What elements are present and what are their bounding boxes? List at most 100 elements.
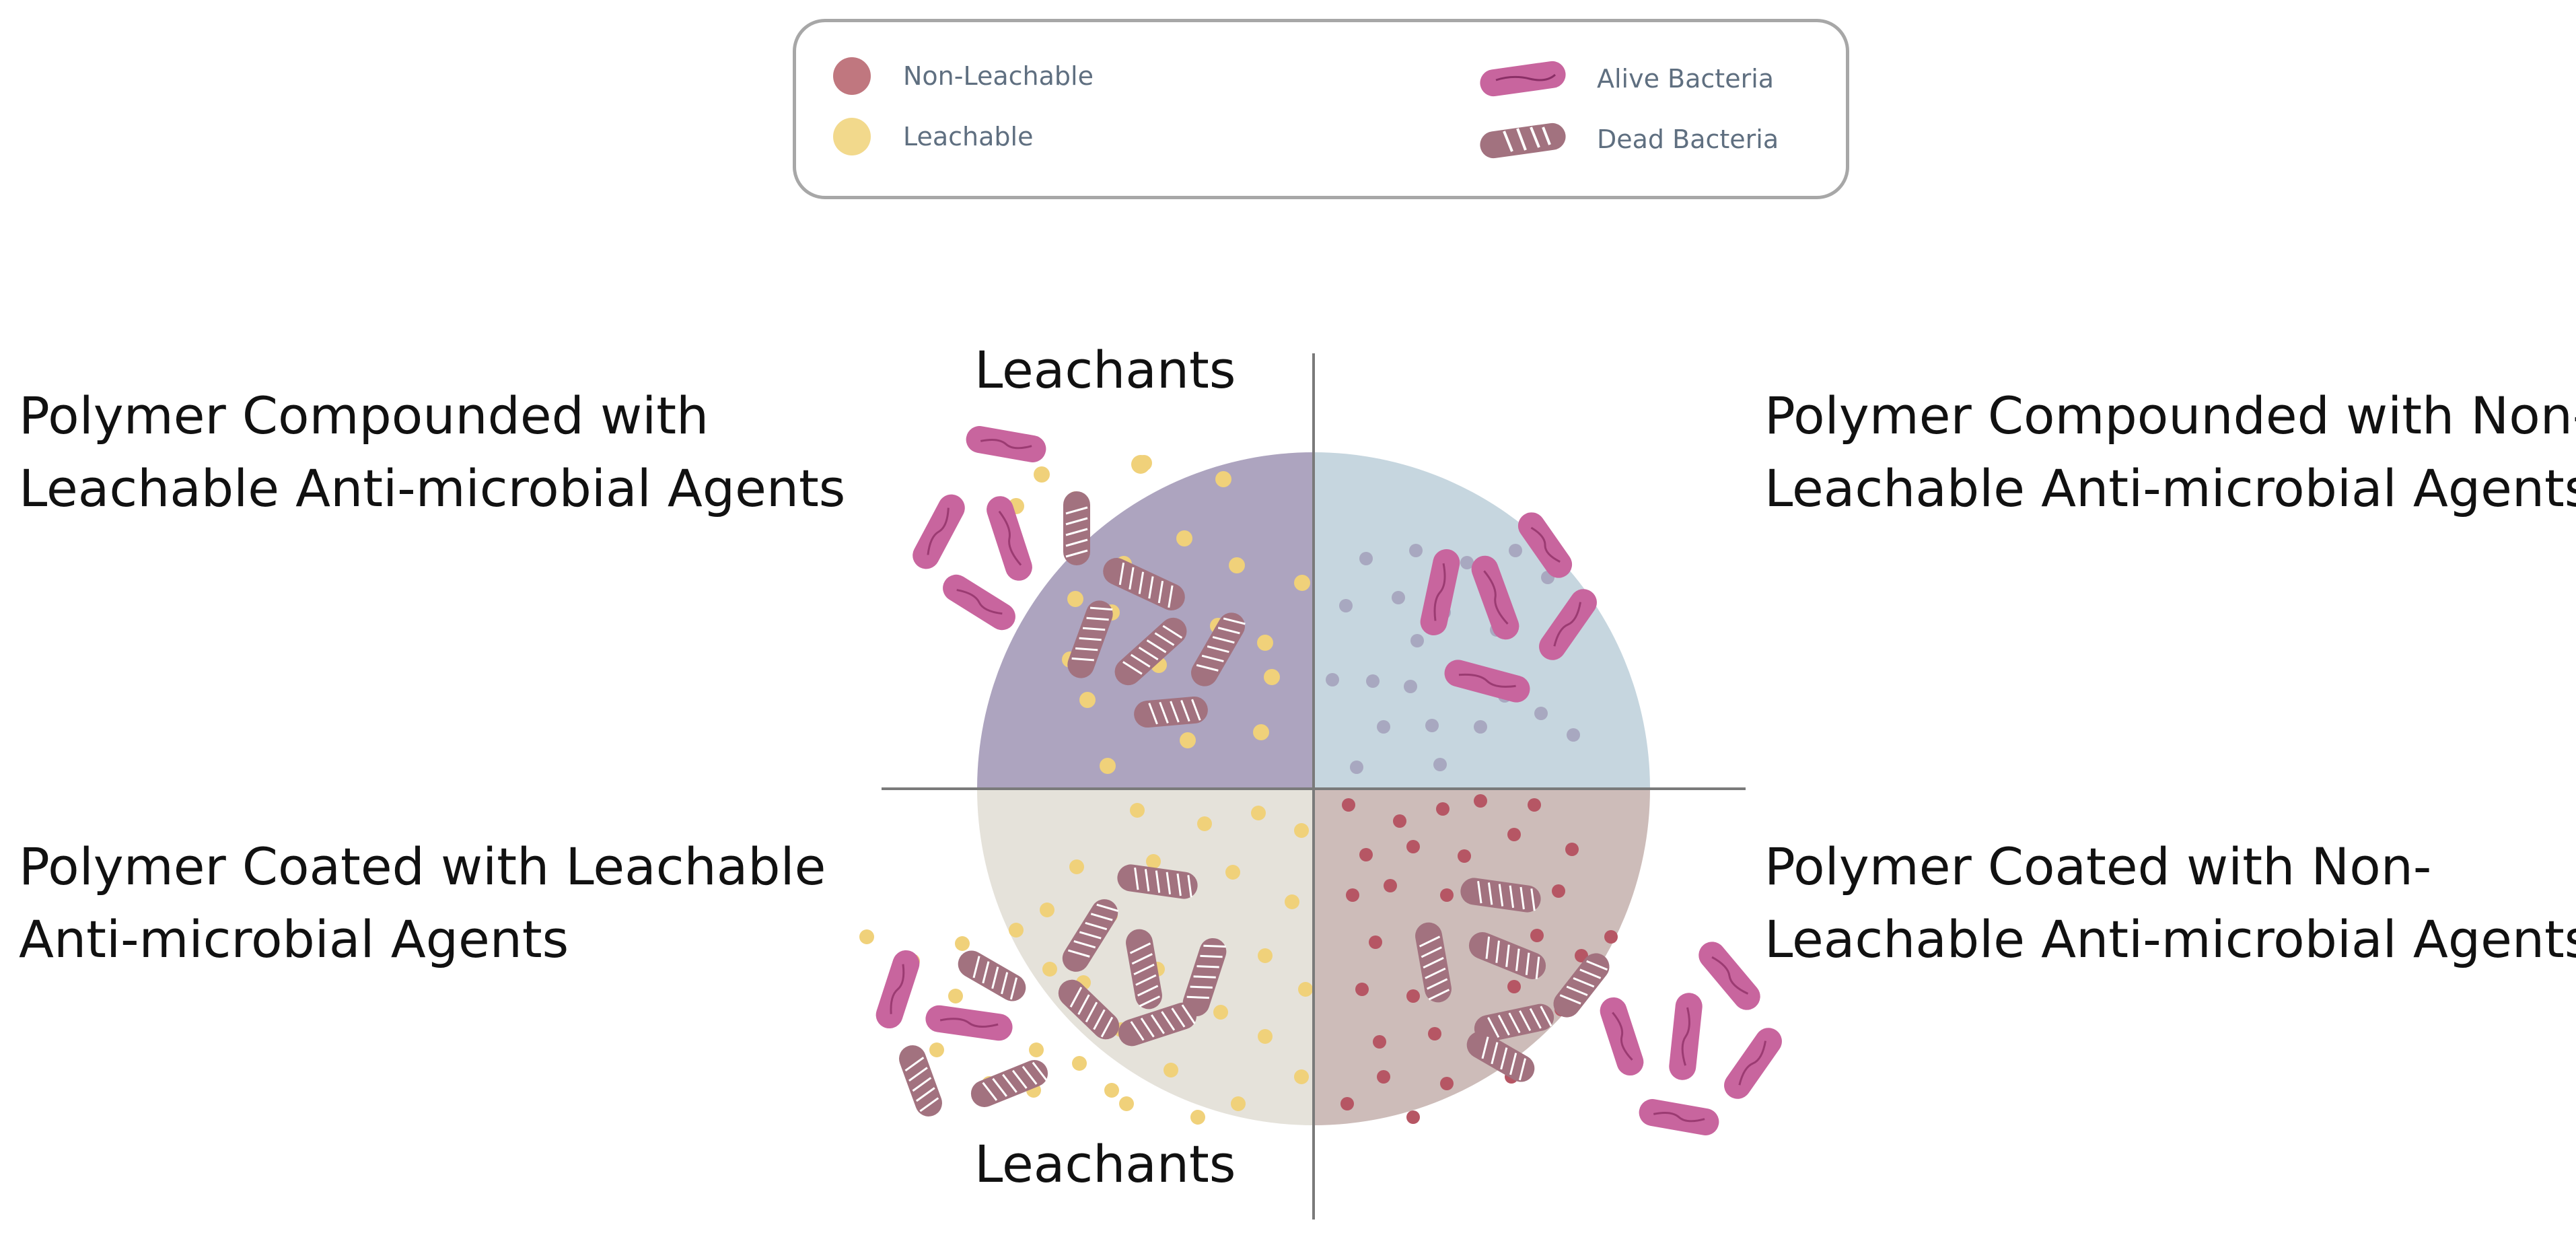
polymer-disc	[977, 452, 1650, 1125]
dead-bacterium	[1063, 491, 1090, 565]
leachants-label-bottom: Leachants	[974, 1134, 1236, 1194]
non-leachable-particle	[1509, 544, 1522, 557]
non-leachable-particle	[1458, 849, 1471, 863]
non-leachable-particle	[1406, 840, 1420, 853]
non-leachable-particle	[1436, 802, 1450, 816]
non-leachable-particle	[1428, 1027, 1441, 1040]
non-leachable-particle	[1410, 634, 1424, 647]
leachable-particle	[1034, 466, 1050, 483]
leachable-particle	[1146, 854, 1161, 869]
non-leachable-particle	[1552, 884, 1565, 898]
quadrant-top-right	[1314, 452, 1650, 789]
alive-bacterium	[1639, 1099, 1719, 1135]
non-leachable-particle	[1326, 673, 1339, 686]
alive-bacterium	[1600, 997, 1644, 1076]
label-top-right-line2: Leachable Anti-microbial Agents	[1764, 458, 2576, 518]
leachable-particle	[1229, 557, 1245, 573]
dead-bacterium	[1126, 929, 1162, 1010]
leachable-particle	[1257, 635, 1273, 651]
alive-bacterium	[1471, 555, 1519, 640]
leachable-particle	[1298, 982, 1313, 997]
non-leachable-particle	[1342, 798, 1355, 812]
non-leachable-particle	[1366, 674, 1380, 688]
dead-bacterium	[1415, 922, 1452, 1003]
leachable-particle	[1029, 1042, 1044, 1057]
leachable-particle	[1130, 803, 1145, 818]
dead-bacterium	[1468, 932, 1546, 979]
non-leachable-particle	[1575, 949, 1588, 962]
dead-bacterium	[1062, 899, 1119, 972]
non-leachable-particle	[1359, 552, 1373, 565]
label-bottom-left: Polymer Coated with Leachable Anti-micro…	[19, 830, 826, 976]
dead-bacterium	[1067, 600, 1113, 678]
label-bottom-right-line1: Polymer Coated with Non-	[1764, 837, 2432, 896]
leachable-particle	[1213, 1005, 1228, 1020]
non-leachable-particle	[1377, 720, 1390, 734]
leachable-particle	[1294, 1069, 1309, 1084]
non-leachable-particle	[1530, 929, 1544, 942]
non-leachable-particle	[1460, 556, 1474, 569]
non-leachable-particle	[1340, 1097, 1354, 1110]
legend-label-leachable: Leachable	[903, 122, 1034, 151]
dead-bacterium	[958, 950, 1026, 1001]
quadrant-top-left	[977, 452, 1314, 789]
dead-bacterium	[1474, 1003, 1554, 1042]
leachable-particle	[859, 929, 874, 944]
non-leachable-particle	[1565, 843, 1579, 856]
non-leachable-particle	[1567, 728, 1580, 742]
dead-bacterium	[1553, 953, 1610, 1018]
alive-bacterium	[943, 574, 1015, 631]
leachable-particle	[1119, 1096, 1134, 1111]
leachable-particle	[955, 936, 970, 951]
label-top-right-line1: Polymer Compounded with Non-	[1764, 386, 2576, 446]
dead-bacterium	[1191, 612, 1246, 686]
leachable-particle	[1009, 923, 1024, 938]
dead-bacterium	[1466, 1031, 1535, 1082]
non-leachable-particle	[1373, 1035, 1386, 1049]
leachable-particle	[1067, 591, 1083, 607]
alive-bacterium	[966, 426, 1046, 462]
label-top-right: Polymer Compounded with Non- Leachable A…	[1764, 380, 2576, 525]
non-leachable-particle	[1392, 591, 1405, 604]
non-leachable-dot-icon	[833, 57, 871, 95]
leachable-particle	[1197, 816, 1212, 831]
non-leachable-particle	[1406, 989, 1420, 1003]
non-leachable-particle	[1406, 1110, 1420, 1124]
label-bottom-left-line2: Anti-microbial Agents	[19, 909, 569, 969]
dead-bacterium	[1103, 557, 1185, 611]
alive-bacteria-icon	[1480, 61, 1566, 97]
non-leachable-particle	[1409, 544, 1423, 557]
dead-bacterium	[1114, 617, 1187, 686]
non-leachable-particle	[1507, 828, 1521, 841]
bacteria-layer	[875, 426, 1782, 1135]
non-leachable-particle	[1404, 680, 1417, 693]
non-leachable-particle	[1440, 1077, 1454, 1090]
non-leachable-particle	[1534, 707, 1548, 720]
non-leachable-particle	[1528, 798, 1541, 812]
non-leachable-particle	[1346, 888, 1359, 902]
leachable-particle	[1042, 962, 1057, 977]
leachable-particle	[1104, 1083, 1119, 1098]
leachable-particle	[929, 1042, 944, 1057]
alive-bacterium	[1698, 942, 1760, 1010]
leachable-particle	[1253, 724, 1269, 740]
dead-bacterium	[1182, 938, 1227, 1017]
non-leachable-particle	[1339, 599, 1353, 612]
leachable-particle	[1079, 692, 1096, 708]
non-leachable-particle	[1474, 720, 1487, 734]
legend-label-alive-bacteria: Alive Bacteria	[1597, 64, 1775, 94]
legend-item-leachable: Leachable	[833, 118, 1034, 155]
label-top-left: Polymer Compounded with Leachable Anti-m…	[19, 380, 845, 525]
non-leachable-particle	[1369, 935, 1382, 949]
label-top-left-line2: Leachable Anti-microbial Agents	[19, 458, 846, 518]
non-leachable-particle	[1433, 758, 1447, 771]
legend-item-dead-bacteria: Dead Bacteria	[1476, 118, 1779, 161]
leachable-particle	[1069, 859, 1084, 874]
alive-bacterium	[1669, 993, 1703, 1080]
alive-bacterium	[1539, 589, 1597, 660]
non-leachable-particle	[1604, 930, 1618, 944]
leachable-particle	[1285, 894, 1299, 909]
leachable-particle	[1215, 471, 1231, 487]
leachable-particle	[1251, 806, 1266, 820]
non-leachable-particle	[1393, 814, 1406, 828]
